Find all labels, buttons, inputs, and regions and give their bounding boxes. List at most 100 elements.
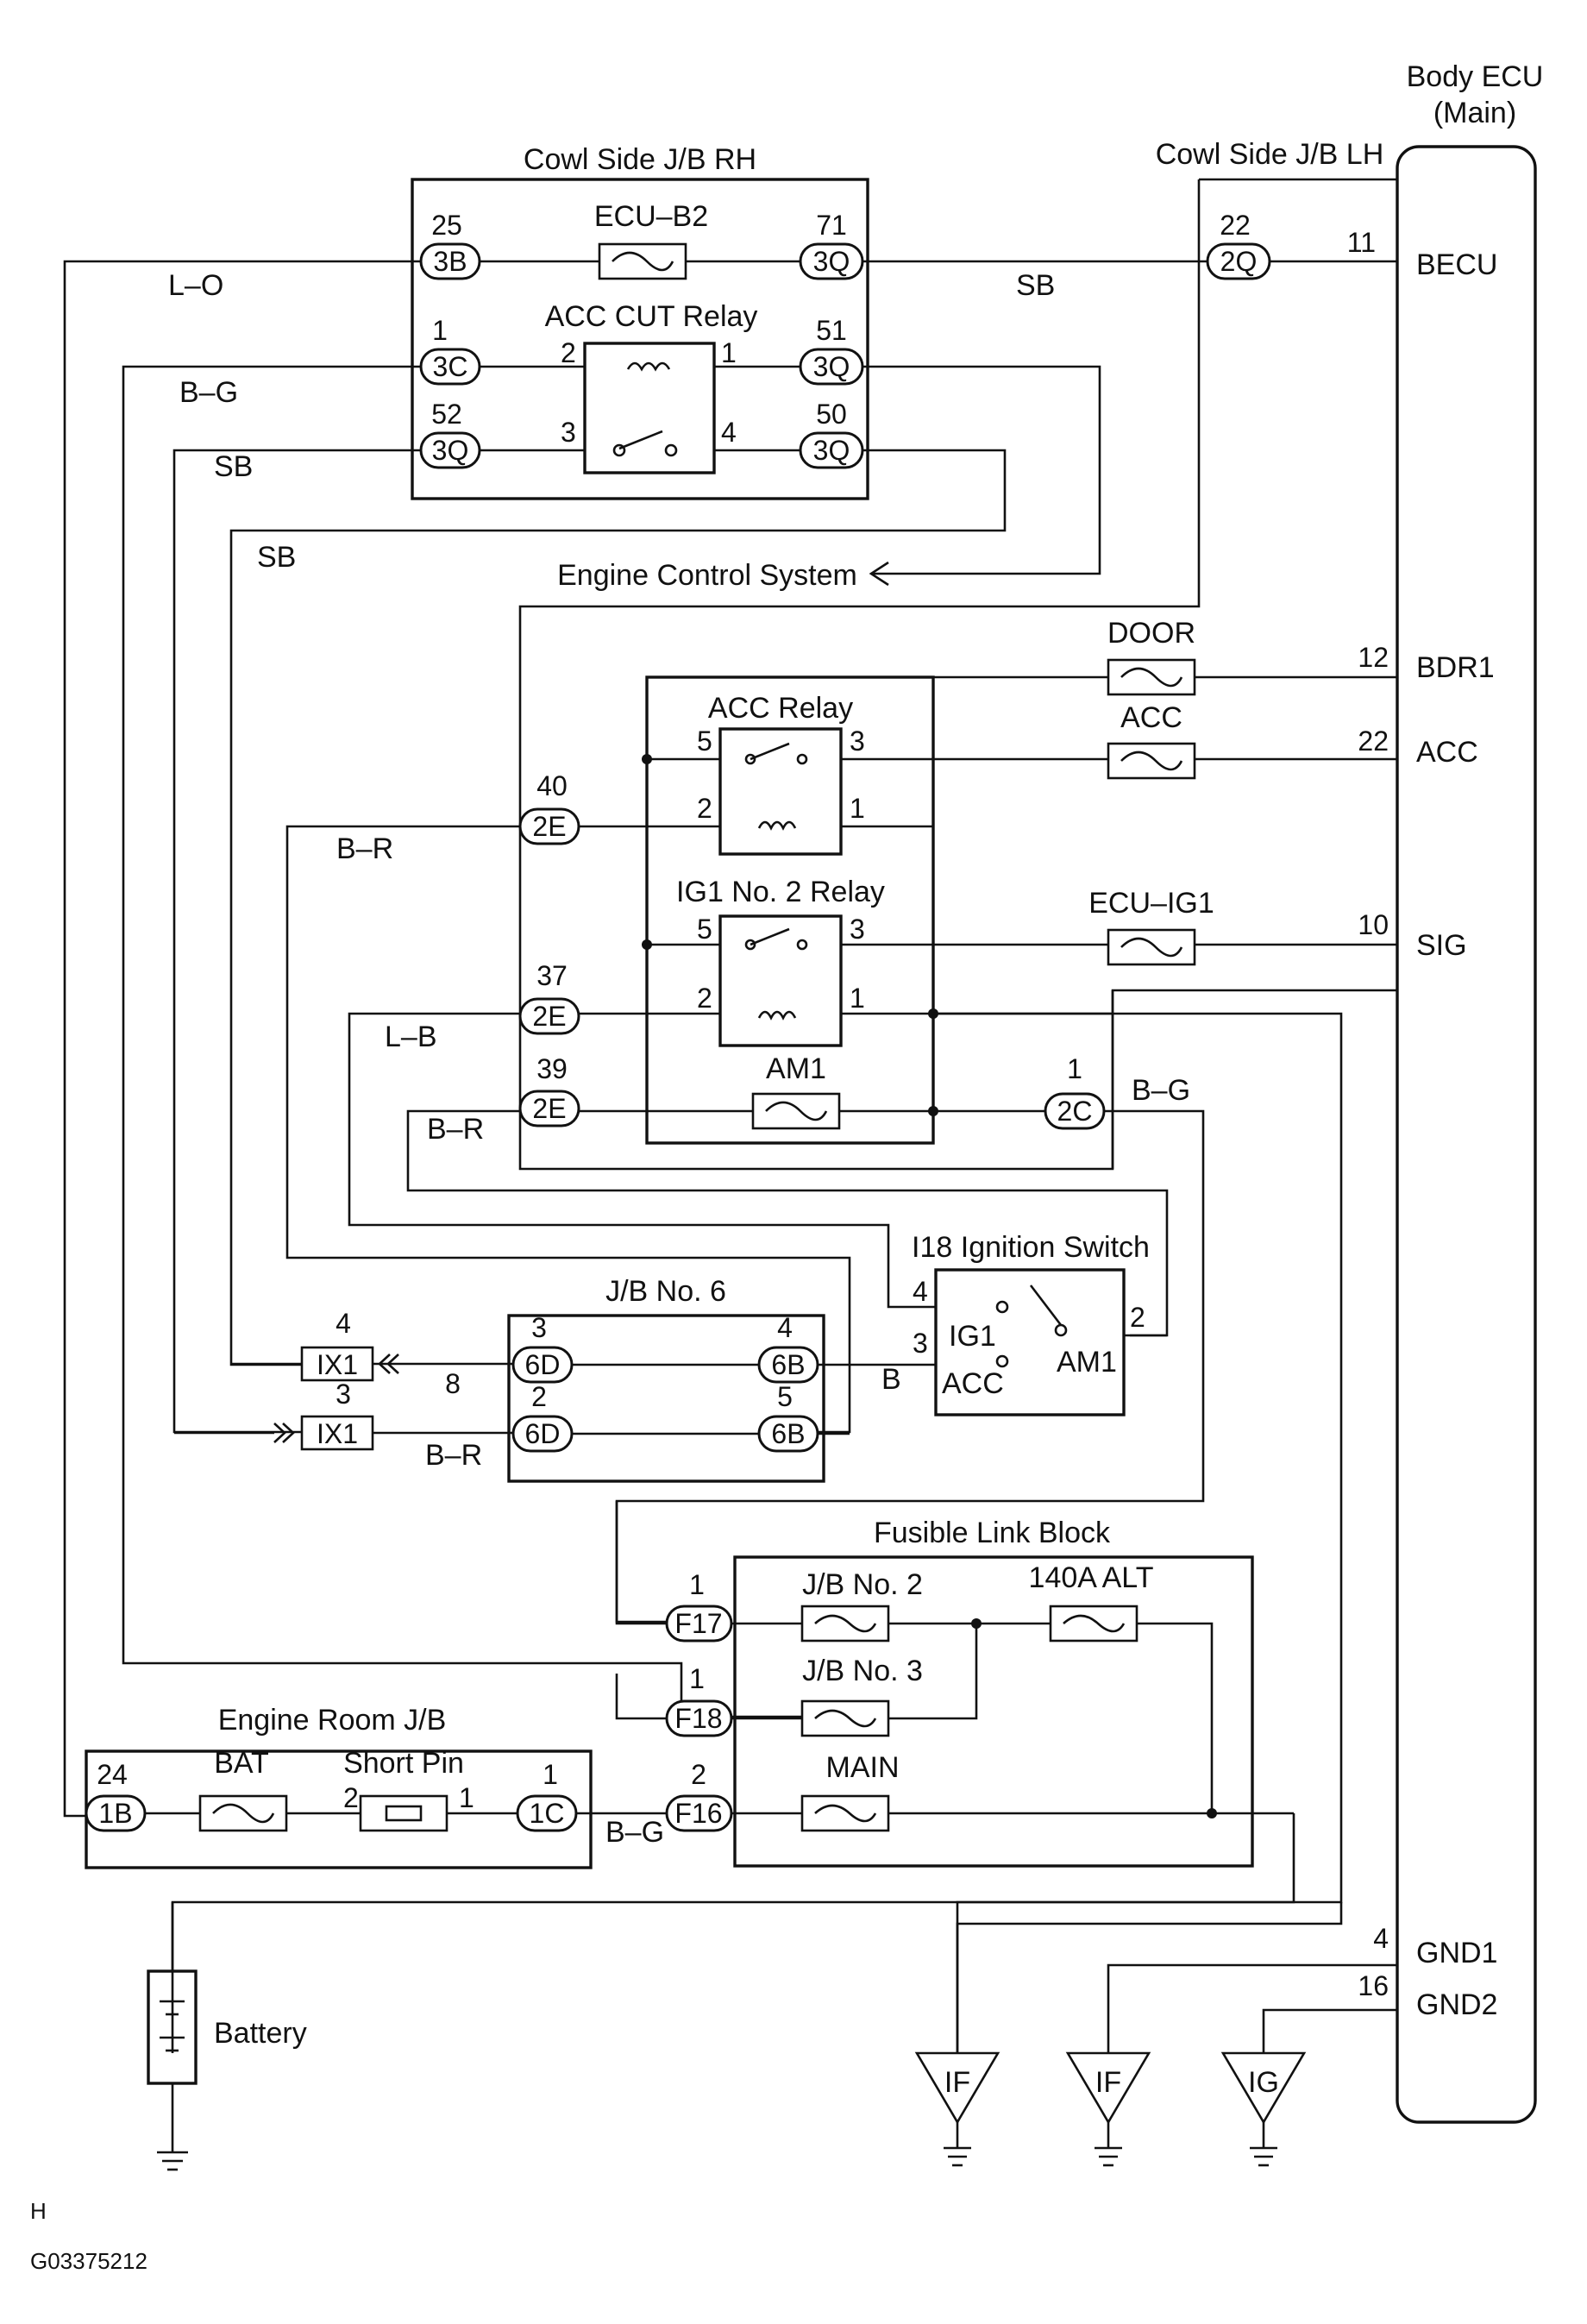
wire-label-b: B xyxy=(881,1363,901,1396)
fuse-main-label: MAIN xyxy=(826,1751,900,1784)
cowl-side-jb-rh: Cowl Side J/B RH ECU–B2 ACC CUT Relay 2 … xyxy=(411,143,869,500)
wire-label-sb1: SB xyxy=(1016,269,1055,302)
jb6-pin-3: 3 xyxy=(531,1312,547,1343)
ground-if-1: IF xyxy=(914,2051,1000,2167)
pin-24: 24 xyxy=(97,1759,128,1790)
switch-pin-4: 4 xyxy=(913,1276,928,1307)
fuse-ecu-b2-label: ECU–B2 xyxy=(594,200,708,233)
acc-relay xyxy=(718,727,843,856)
connector-ix1-a-label: IX1 xyxy=(317,1349,358,1380)
fuse-ecu-ig1-label: ECU–IG1 xyxy=(1088,887,1214,920)
pin-22: 22 xyxy=(1220,210,1251,241)
connector-2e-37-label: 2E xyxy=(532,1001,566,1032)
connector-f18-label: F18 xyxy=(674,1703,722,1734)
wire-label-bg1: B–G xyxy=(179,376,238,409)
ignition-switch-title: I18 Ignition Switch xyxy=(912,1231,1150,1264)
acc-relay-pin-2: 2 xyxy=(697,793,712,824)
ground-ig: IG xyxy=(1220,2051,1307,2167)
body-ecu-title: Body ECU xyxy=(1407,60,1544,93)
pin-50: 50 xyxy=(816,399,847,430)
wire-labels: L–O SB B–G SB SB B–R L–B B–R B–G B B–R B… xyxy=(168,269,1190,1849)
connector-6b-5-label: 6B xyxy=(771,1418,805,1449)
pin-1-2c: 1 xyxy=(1067,1053,1082,1084)
connector-ix1-b-label: IX1 xyxy=(317,1418,358,1449)
engine-control-label: Engine Control System xyxy=(557,559,857,592)
engine-room-jb: Engine Room J/B 1B 24 BAT Short Pin 2 1 … xyxy=(85,1704,667,1869)
ig1-relay-pin-3: 3 xyxy=(850,914,865,945)
pin-gnd1: 4 xyxy=(1373,1923,1389,1954)
terminal-becu: BECU xyxy=(1416,248,1497,281)
cowl-rh-title: Cowl Side J/B RH xyxy=(524,143,756,176)
pin-39: 39 xyxy=(536,1053,568,1084)
connector-3q-52-label: 3Q xyxy=(432,435,469,466)
f16-pin-2: 2 xyxy=(691,1759,706,1790)
pin-acc: 22 xyxy=(1358,725,1389,757)
pin-71: 71 xyxy=(816,210,847,241)
connector-1c-label: 1C xyxy=(530,1798,565,1829)
relay-pin-4: 4 xyxy=(721,417,737,448)
ig1-relay-pin-5: 5 xyxy=(697,914,712,945)
connector-2e-39 xyxy=(518,1090,580,1127)
pin-sig: 10 xyxy=(1358,909,1389,940)
connector-3q-50-label: 3Q xyxy=(813,435,850,466)
wire-label-sb3: SB xyxy=(257,541,296,574)
switch-term-ig1: IG1 xyxy=(949,1320,996,1353)
acc-relay-label: ACC Relay xyxy=(708,692,853,725)
acc-relay-pin-3: 3 xyxy=(850,725,865,757)
relay-pin-3: 3 xyxy=(561,417,576,448)
footer: H G03375212 xyxy=(30,2198,147,2274)
wire-label-lo: L–O xyxy=(168,269,223,302)
terminal-acc: ACC xyxy=(1416,736,1478,769)
acc-cut-relay xyxy=(583,342,716,474)
ig1-relay-pin-2: 2 xyxy=(697,983,712,1014)
terminal-gnd1: GND1 xyxy=(1416,1937,1497,1969)
connector-2e-39-label: 2E xyxy=(532,1093,566,1124)
pin-1-1c: 1 xyxy=(543,1759,558,1790)
ignition-switch: I18 Ignition Switch IG1 ACC AM1 4 3 2 xyxy=(912,1231,1167,1416)
jb-no6: J/B No. 6 6D 3 6B 4 6D 2 6B 5 xyxy=(507,1275,936,1483)
jb6-pin-5: 5 xyxy=(777,1381,793,1412)
fuse-jb3-label: J/B No. 3 xyxy=(802,1655,923,1687)
pin-25: 25 xyxy=(431,210,462,241)
acc-cut-relay-label: ACC CUT Relay xyxy=(545,300,758,333)
battery-label: Battery xyxy=(214,2017,307,2050)
switch-pin-2: 2 xyxy=(1130,1302,1145,1333)
jb6-pin-2: 2 xyxy=(531,1381,547,1412)
battery: Battery xyxy=(147,1902,307,2171)
fuse-jb2-label: J/B No. 2 xyxy=(802,1568,923,1601)
connector-ix1-b xyxy=(300,1415,374,1451)
pin-bdr1: 12 xyxy=(1358,642,1389,673)
pin-51: 51 xyxy=(816,315,847,346)
connector-2c-label: 2C xyxy=(1057,1096,1093,1127)
connector-3b-label: 3B xyxy=(433,246,467,277)
ig1-no2-relay xyxy=(718,914,843,1047)
ix1-pin-8: 8 xyxy=(445,1368,461,1399)
connector-6d-3-label: 6D xyxy=(525,1349,561,1380)
acc-relay-pin-1: 1 xyxy=(850,793,865,824)
fuse-am1-label: AM1 xyxy=(766,1052,826,1085)
fuse-door-label: DOOR xyxy=(1107,617,1195,650)
pin-becu: 11 xyxy=(1347,227,1376,258)
connector-6b-4-label: 6B xyxy=(771,1349,805,1380)
footer-h: H xyxy=(30,2198,47,2224)
relay-pin-1: 1 xyxy=(721,337,737,368)
terminal-bdr1: BDR1 xyxy=(1416,651,1495,684)
relay-block: DOOR ACC ECU–IG1 AM1 ACC Relay 5 3 2 1 I… xyxy=(518,617,1214,1145)
relay-pin-2: 2 xyxy=(561,337,576,368)
ix1-pin-4: 4 xyxy=(336,1308,351,1339)
connector-1b-label: 1B xyxy=(98,1798,132,1829)
short-pin-2: 2 xyxy=(343,1782,359,1813)
connector-2e-37 xyxy=(518,997,580,1035)
pin-37: 37 xyxy=(536,960,568,991)
ground-label-if-2: IF xyxy=(1095,2066,1121,2099)
ig1-relay-label: IG1 No. 2 Relay xyxy=(676,876,885,908)
fusible-link-block: Fusible Link Block J/B No. 2 J/B No. 3 M… xyxy=(171,1501,1295,2053)
acc-relay-pin-5: 5 xyxy=(697,725,712,757)
wire-label-lb: L–B xyxy=(385,1021,437,1053)
wire-label-br2: B–R xyxy=(427,1113,484,1146)
pin-1-3c: 1 xyxy=(432,315,448,346)
pin-gnd2: 16 xyxy=(1358,1970,1389,2001)
ix1-pin-3: 3 xyxy=(336,1379,351,1410)
connector-f16-label: F16 xyxy=(674,1798,722,1829)
engine-room-title: Engine Room J/B xyxy=(218,1704,447,1737)
